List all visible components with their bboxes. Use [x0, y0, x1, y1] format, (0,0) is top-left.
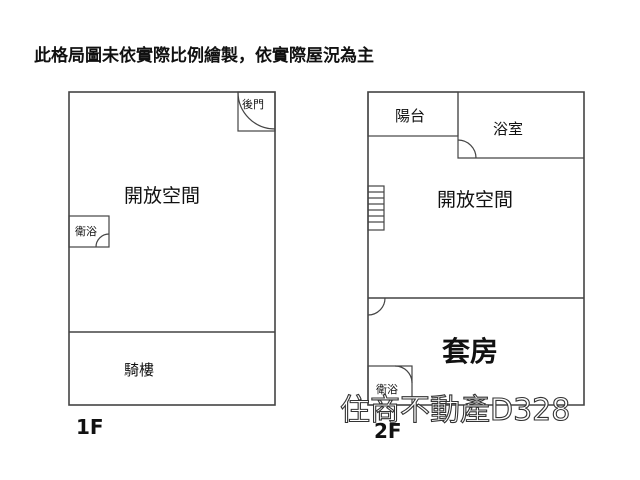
back-door-swing-icon: [237, 91, 276, 130]
stairs-icon: [367, 185, 385, 231]
floor-2f-bathroom: [367, 365, 413, 406]
back-door-room: [237, 91, 276, 132]
top-bathroom-walls: [457, 92, 584, 159]
floor-1f-bathroom-door-icon: [95, 233, 110, 248]
floor-2f-label: 2F: [374, 419, 402, 443]
balcony-label: 陽台: [395, 107, 425, 125]
floor-2f-bathroom-door-icon: [394, 365, 413, 384]
top-bathroom-door-icon: [457, 139, 477, 159]
disclaimer-title: 此格局圖未依實際比例繪製，依實際屋況為主: [34, 45, 374, 66]
floor-2f-open-space-label: 開放空間: [437, 189, 513, 211]
floor-1f-label: 1F: [76, 415, 104, 439]
floor-1f-bathroom-label: 衛浴: [75, 225, 97, 238]
floor-1f-open-space-label: 開放空間: [124, 185, 200, 207]
suite-door-icon: [367, 297, 386, 316]
floor-1f-bathroom: [68, 215, 110, 248]
arcade-label: 騎樓: [124, 361, 154, 379]
floor-1f-plan: 後門 開放空間 衛浴 騎樓: [68, 91, 276, 406]
top-bathroom-label: 浴室: [493, 120, 523, 138]
floor-2f-outline: [367, 91, 585, 406]
floor-2f-bathroom-label: 衛浴: [376, 383, 398, 396]
floor-1f-outline: [68, 91, 276, 406]
back-door-label: 後門: [242, 97, 264, 111]
suite-label: 套房: [442, 335, 498, 368]
watermark: 住商不動產D328: [340, 393, 570, 428]
floor-2f-plan: 陽台 浴室 開放空間 套房 衛浴: [367, 91, 585, 406]
